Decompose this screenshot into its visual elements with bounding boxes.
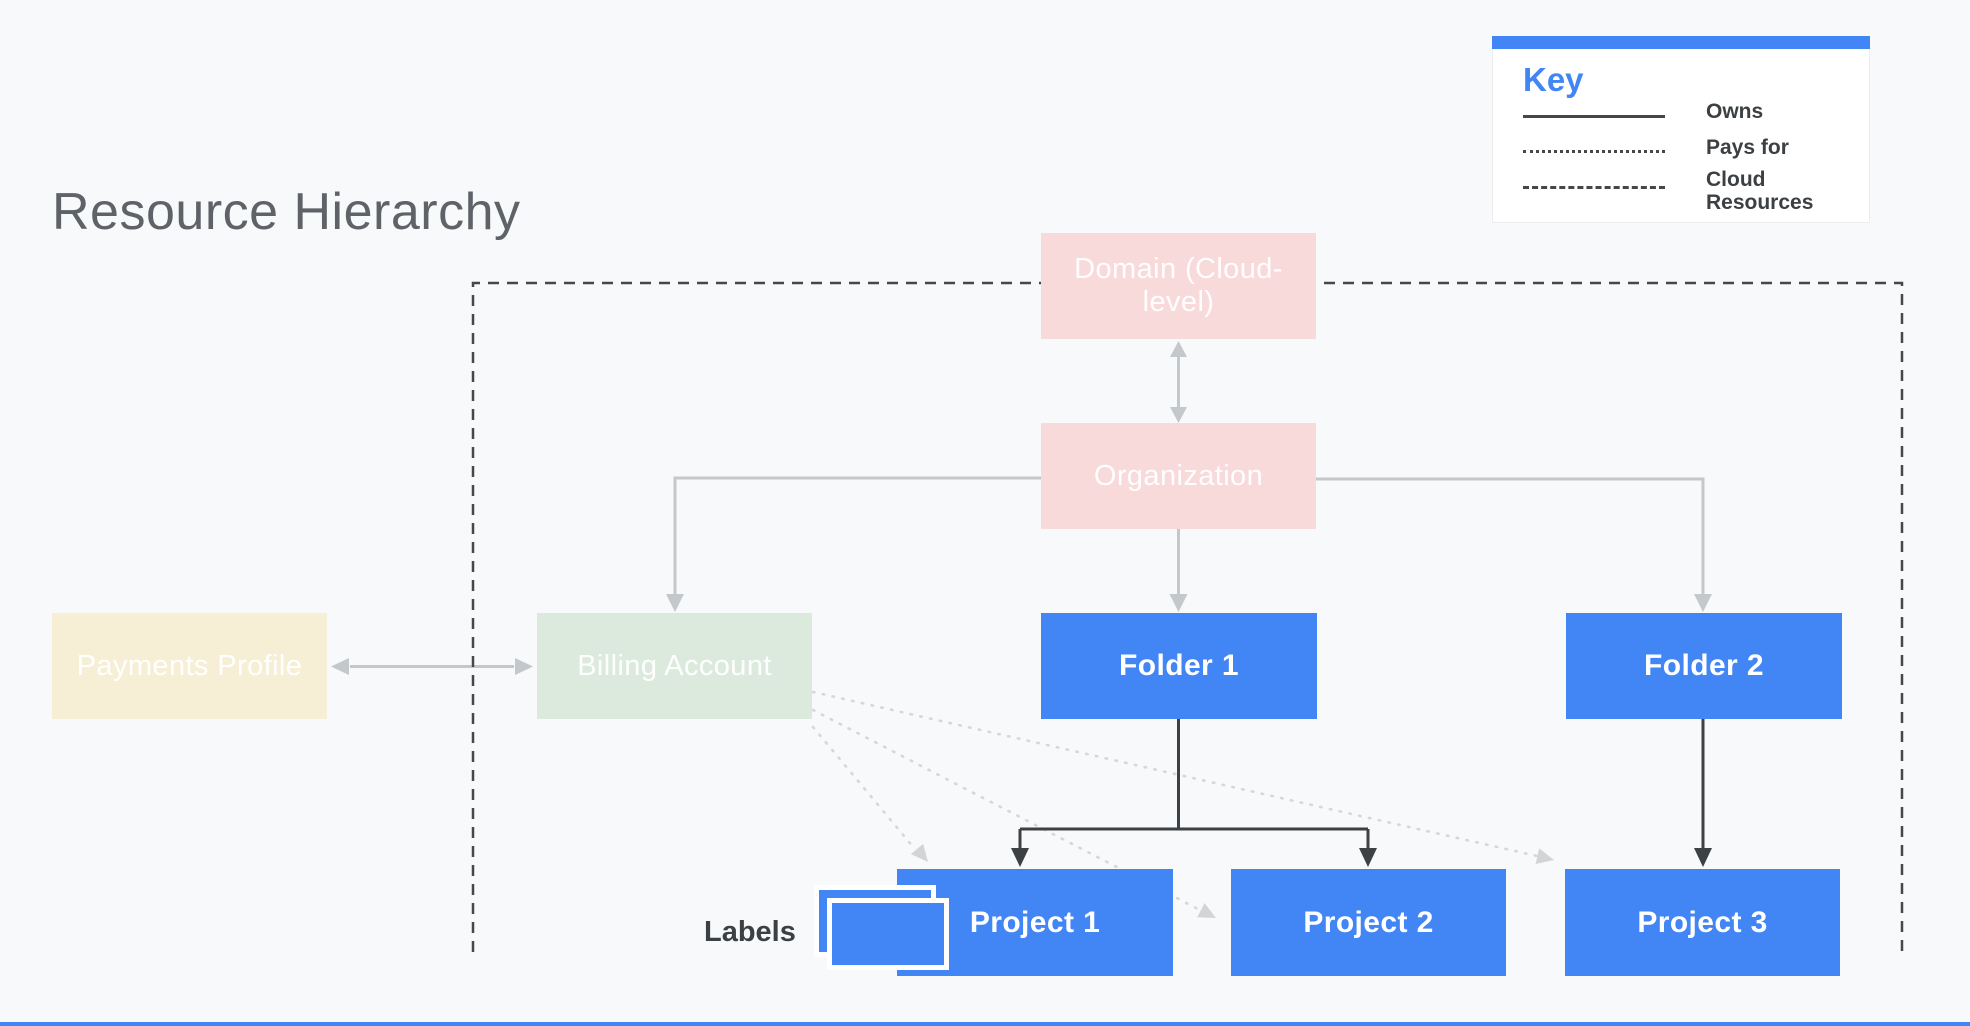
node-folder-2: Folder 2 (1566, 613, 1842, 719)
node-organization-label: Organization (1093, 459, 1264, 492)
org-to-billing-line (673, 476, 1041, 596)
folder1-tree (1018, 719, 1370, 849)
node-domain: Domain (Cloud-level) (1041, 233, 1316, 339)
node-project-2: Project 2 (1231, 869, 1506, 976)
key-panel-body: Key Owns Pays for Cloud Resources (1492, 49, 1870, 223)
arrowhead-into-project1 (1011, 848, 1029, 867)
page-title: Resource Hierarchy (52, 183, 521, 241)
key-label-pays-for: Pays for (1706, 136, 1789, 159)
node-payments-profile: Payments Profile (52, 613, 327, 719)
org-connector-arrowheads (331, 341, 1712, 675)
arrowhead-into-payments (331, 658, 349, 675)
arrowhead-into-project2 (1359, 848, 1377, 867)
node-billing-account: Billing Account (537, 613, 812, 719)
node-billing-account-label: Billing Account (577, 649, 772, 682)
arrowhead-into-folder2 (1694, 594, 1712, 612)
dotted-line-swatch (1523, 150, 1665, 153)
key-panel: Key Owns Pays for Cloud Resources (1492, 36, 1870, 223)
node-organization: Organization (1041, 423, 1316, 529)
arrowhead-into-folder1 (1169, 594, 1188, 612)
labels-caption: Labels (704, 916, 796, 948)
arrowhead-into-billing (666, 594, 684, 612)
arrowhead-up-into-domain (1170, 341, 1187, 357)
dotted-arrowhead-project3 (1535, 848, 1554, 865)
node-folder-1-label: Folder 1 (1119, 649, 1239, 682)
arrowhead-down-into-org (1170, 407, 1187, 423)
org-connectors (350, 356, 1705, 668)
key-label-owns: Owns (1706, 100, 1764, 123)
arrowhead-into-billing-right (515, 658, 533, 675)
org-to-folder2-line (1316, 477, 1705, 596)
folder-project-arrowheads (1011, 848, 1712, 867)
dotted-arrowhead-project2 (1197, 903, 1216, 918)
labels-stack-icon-front (827, 898, 949, 970)
bottom-accent-strip (0, 1022, 1970, 1026)
key-heading: Key (1523, 61, 1584, 98)
billing-to-project1-dotted (811, 725, 916, 850)
node-project-3: Project 3 (1565, 869, 1840, 976)
node-project-2-label: Project 2 (1303, 905, 1434, 939)
key-label-cloud-resources: Cloud Resources (1706, 168, 1814, 214)
billing-to-project3-dotted (811, 690, 1539, 858)
cloud-resources-boundary (471, 281, 1904, 952)
arrowhead-into-project3 (1694, 848, 1712, 867)
pays-for-arrowheads (910, 843, 1554, 918)
key-panel-accent-bar (1492, 36, 1870, 49)
node-domain-label: Domain (Cloud-level) (1074, 253, 1283, 318)
node-folder-2-label: Folder 2 (1644, 649, 1764, 682)
node-folder-1: Folder 1 (1041, 613, 1317, 719)
dotted-arrowhead-project1 (910, 843, 928, 862)
solid-line-swatch (1523, 115, 1665, 118)
node-payments-profile-label: Payments Profile (76, 649, 303, 682)
dashed-line-swatch (1523, 186, 1665, 189)
node-project-1-label: Project 1 (969, 905, 1101, 939)
node-project-3-label: Project 3 (1637, 905, 1768, 939)
folder-project-lines (1018, 719, 1705, 849)
